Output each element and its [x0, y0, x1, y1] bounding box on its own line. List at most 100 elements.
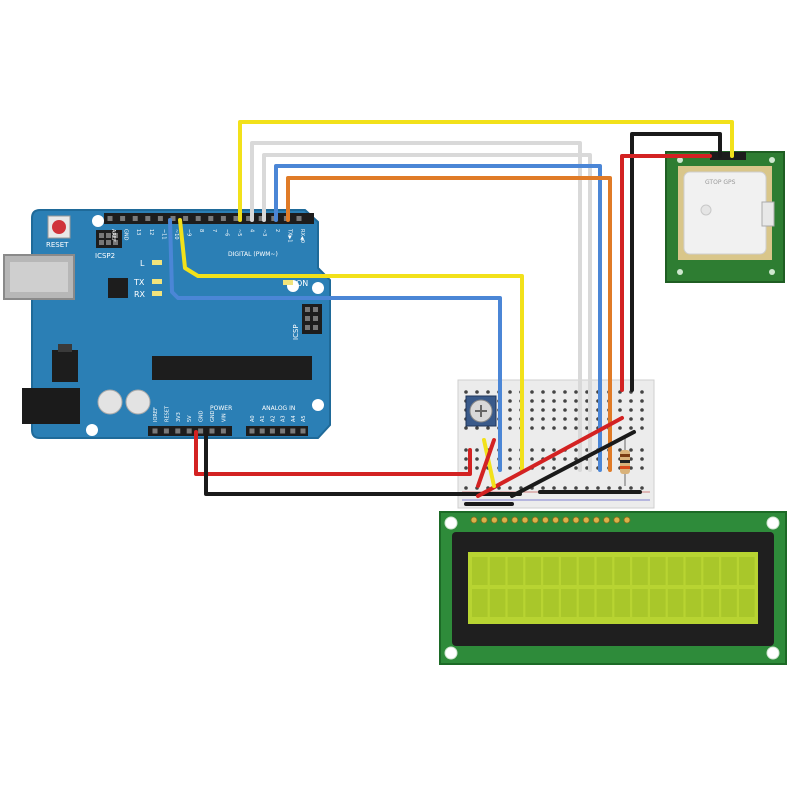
header-pin [246, 216, 252, 221]
breadboard-hole [541, 390, 545, 394]
header-pin [145, 216, 151, 221]
header-pin-label: GND [210, 410, 216, 422]
header-pin [198, 428, 204, 434]
breadboard-hole [552, 466, 556, 470]
header-pin-label: VIN [221, 413, 227, 422]
lcd-char-cell [543, 557, 559, 585]
breadboard-hole [640, 466, 644, 470]
header-pin-label: 7 [211, 229, 217, 232]
led-l-label: L [140, 259, 145, 268]
lcd-hole [444, 516, 458, 530]
lcd-char-cell [632, 589, 648, 617]
lcd-char-cell [561, 557, 577, 585]
lcd-char-cell [650, 589, 666, 617]
header-pin-label: ~6 [223, 229, 229, 236]
lcd-pin [593, 516, 600, 524]
wire-black-gnd [204, 430, 522, 496]
breadboard-hole [585, 417, 589, 421]
lcd-pin [521, 516, 529, 524]
wire-red-diagonal [476, 416, 624, 498]
header-pin-label: TX▶1 [286, 228, 292, 243]
header-pin-label: 3V3 [176, 412, 182, 422]
header-pin-label: ~11 [160, 229, 166, 240]
usb-chip [108, 278, 128, 298]
mcu-chip [152, 356, 312, 380]
power-header-pins [152, 428, 226, 434]
analog-label: ANALOG IN [262, 405, 295, 412]
lcd-char-cell [614, 557, 630, 585]
lcd-character-cells [472, 557, 755, 617]
breadboard-hole [552, 399, 556, 403]
header-pin-label: ~10 [173, 229, 179, 240]
breadboard-hole [629, 417, 633, 421]
breadboard-hole [618, 486, 622, 490]
header-pin [208, 216, 214, 221]
wire-white-1 [250, 141, 582, 472]
breadboard-hole [640, 457, 644, 461]
lcd-char-cell [632, 557, 648, 585]
header-pin [132, 216, 138, 221]
header-pin [170, 216, 176, 221]
breadboard-hole [585, 426, 589, 430]
lcd-pin [582, 516, 590, 524]
gps-chip-text: GTOP GPS [705, 179, 736, 186]
mount-hole [312, 282, 324, 294]
lcd-pin [603, 516, 610, 524]
breadboard-hole [508, 390, 512, 394]
icsp-header [302, 304, 322, 334]
header-pin-label: A1 [260, 415, 266, 422]
header-pin-label: ~9 [186, 229, 192, 236]
header-pin-label: IOREF [153, 407, 159, 422]
gps-hole [769, 269, 775, 275]
led-on [283, 280, 293, 285]
wire-red-pot [476, 438, 496, 488]
potentiometer [465, 395, 497, 427]
header-pin [107, 216, 113, 221]
gps-connector [761, 201, 775, 227]
wire-blue-top [274, 164, 602, 472]
breadboard-hole [475, 457, 479, 461]
breadboard-hole [464, 486, 468, 490]
breadboard-hole [541, 399, 545, 403]
breadboard-hole [629, 448, 633, 452]
mount-hole [86, 424, 98, 436]
gps-hole [769, 157, 775, 163]
lcd-char-cell [543, 589, 559, 617]
header-pin-label: A3 [281, 415, 287, 422]
lcd-char-cell [667, 589, 684, 617]
lcd-pin [623, 516, 631, 524]
header-pin-label: GND [123, 229, 129, 241]
lcd-char-cell [578, 589, 595, 617]
breadboard-hole [530, 408, 534, 412]
breadboard-hole [618, 426, 622, 430]
breadboard-hole [475, 466, 479, 470]
lcd-char-cell [507, 557, 524, 585]
breadboard-hole [585, 486, 589, 490]
breadboard-hole [640, 399, 644, 403]
breadboard-hole [475, 390, 479, 394]
breadboard-hole [552, 448, 556, 452]
header-pin [157, 216, 163, 221]
breadboard-hole [508, 448, 512, 452]
breadboard-hole [508, 486, 512, 490]
breadboard-hole [629, 408, 633, 412]
breadboard-hole [541, 417, 545, 421]
breadboard-hole [607, 486, 611, 490]
header-pin-label: A5 [301, 415, 307, 422]
lcd-char-cell [667, 557, 684, 585]
breadboard-hole [541, 448, 545, 452]
regulator-tab [58, 344, 72, 352]
breadboard-hole [585, 408, 589, 412]
led-l [152, 260, 162, 265]
lcd-char-cell [561, 589, 577, 617]
breadboard-hole [563, 457, 567, 461]
breadboard-hole [464, 426, 468, 430]
header-pin-label: A2 [270, 415, 276, 422]
power-jack [22, 388, 80, 424]
header-pin [280, 428, 286, 434]
header-pin [290, 428, 296, 434]
resistor [620, 436, 630, 486]
breadboard-hole [640, 448, 644, 452]
digital-header-pins [107, 216, 302, 221]
